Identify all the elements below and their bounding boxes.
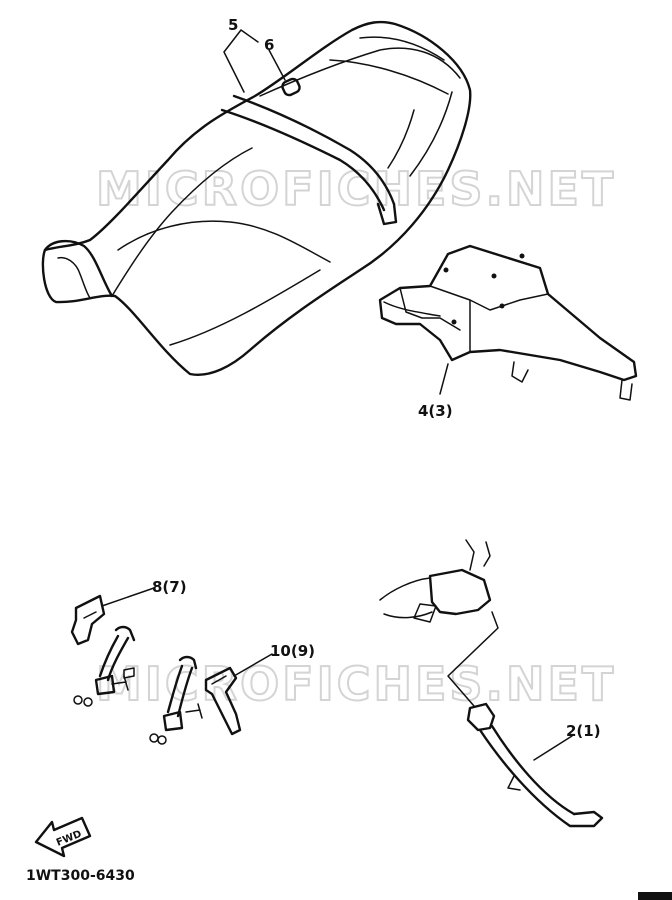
callout-8-7: 8(7) <box>152 578 187 596</box>
callout-5: 5 <box>228 16 238 34</box>
watermark-top: MICROFICHES.NET <box>96 162 616 216</box>
left-bracket-drawing <box>70 587 155 707</box>
callout-2-1: 2(1) <box>566 722 601 740</box>
corner-mark <box>638 892 672 900</box>
sidestand-drawing <box>379 539 604 828</box>
callout-6: 6 <box>264 36 274 54</box>
drawing-code: 1WT300-6430 <box>26 868 135 884</box>
seat-bracket-drawing <box>378 244 638 401</box>
fwd-arrow-icon <box>34 816 92 858</box>
callout-10-9: 10(9) <box>270 642 315 660</box>
seat-drawing <box>41 20 472 376</box>
callout-4-3: 4(3) <box>418 402 453 420</box>
right-bracket-drawing <box>149 653 273 745</box>
watermark-bottom: MICROFICHES.NET <box>96 657 616 711</box>
